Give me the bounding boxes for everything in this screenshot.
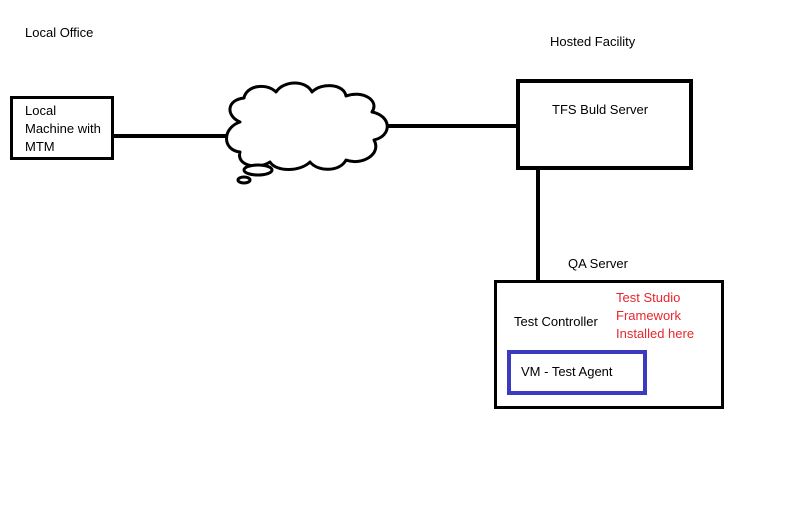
test-studio-note-line-3: Installed here <box>616 326 695 341</box>
vm-test-agent-label: VM - Test Agent <box>521 364 613 379</box>
test-controller-label: Test Controller <box>514 314 598 329</box>
local-machine-label-line-3: MTM <box>25 139 55 154</box>
tfs-build-server-label: TFS Buld Server <box>552 102 649 117</box>
vm-test-agent-node: VM - Test Agent <box>507 350 647 395</box>
test-studio-note-line-2: Framework <box>616 308 682 323</box>
tfs-build-server-node: TFS Buld Server <box>516 79 693 170</box>
qa-server-label: QA Server <box>568 256 628 271</box>
local-machine-label-line-2: Machine with <box>25 121 101 136</box>
hosted-facility-label: Hosted Facility <box>550 34 636 49</box>
local-machine-node: Local Machine with MTM <box>10 96 114 160</box>
local-office-label: Local Office <box>25 25 94 40</box>
qa-server-node: Test Controller Test Studio Framework In… <box>494 280 724 409</box>
test-studio-note-line-1: Test Studio <box>616 290 681 305</box>
local-machine-label-line-1: Local <box>25 103 57 118</box>
internet-cloud-icon <box>225 81 389 185</box>
